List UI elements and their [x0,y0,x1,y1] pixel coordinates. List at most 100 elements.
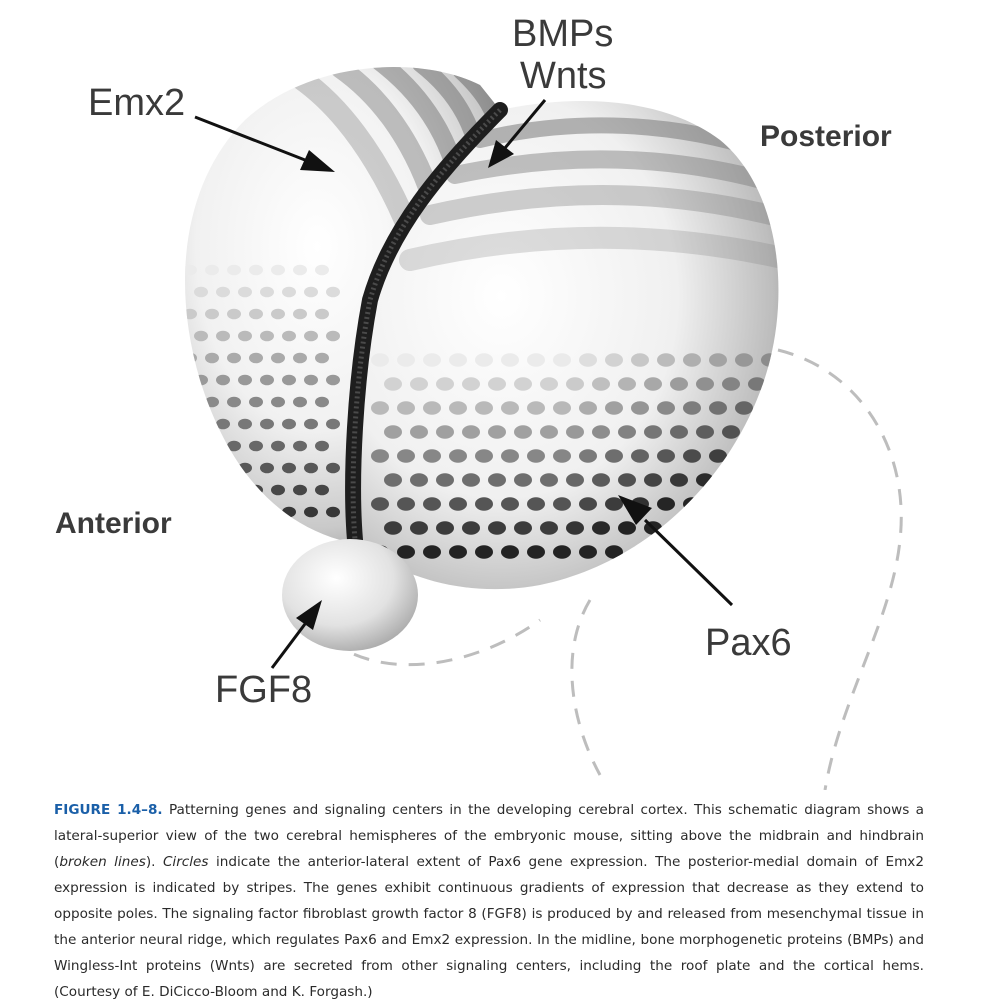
pax6-dot [787,545,805,559]
pax6-dot [579,545,597,559]
pax6-dot [826,377,844,391]
pax6-dot [282,330,296,342]
pax6-dot [501,545,519,559]
pax6-dot [423,449,441,463]
pax6-dot [238,286,252,298]
pax6-dot [462,425,480,439]
pax6-dot [748,521,766,535]
pax6-dot [205,352,219,364]
pax6-dot [553,401,571,415]
bmps-wnts-arrowhead [488,140,514,168]
pax6-dot [293,308,307,320]
pax6-dot [709,497,727,511]
pax6-dot [293,264,307,276]
pax6-dot [397,545,415,559]
pax6-dot [185,440,197,452]
pax6-dot [216,418,230,430]
pax6-dot [592,473,610,487]
pax6-dot [657,401,675,415]
pax6-dot [326,462,340,474]
pax6-dot [644,377,662,391]
label-pax6: Pax6 [705,622,792,664]
pax6-dot [205,484,219,496]
pax6-dot [282,286,296,298]
figure-number: FIGURE 1.4–8. [54,802,163,818]
pax6-dot [761,401,779,415]
label-fgf8: FGF8 [215,669,312,711]
pax6-dot [631,353,649,367]
pax6-dot [260,418,274,430]
pax6-dot [501,497,519,511]
pax6-dot [449,497,467,511]
pax6-dot [683,353,701,367]
pax6-dot [304,330,318,342]
pax6-dot [410,473,428,487]
pax6-dot [826,521,844,535]
pax6-dot [216,374,230,386]
pax6-dot [260,374,274,386]
caption-text-1: Patterning genes and signaling centers i… [54,802,925,870]
pax6-dot [449,353,467,367]
pax6-dot [605,545,623,559]
pax6-dot [735,497,753,511]
pax6-arrow [643,518,734,607]
pax6-dot [315,440,329,452]
pax6-dot [722,473,740,487]
pax6-dot [205,308,219,320]
emx2-arrowhead [300,150,335,172]
pax6-dot [462,473,480,487]
hindbrain-broken-lines [329,348,903,790]
pax6-dot [514,377,532,391]
pax6-dot [579,497,597,511]
pax6-dot [787,497,805,511]
pax6-dot [397,449,415,463]
pax6-dot [761,497,779,511]
pax6-dot [304,506,318,518]
pax6-dot [709,545,727,559]
pax6-dot [800,521,818,535]
pax6-dot [384,377,402,391]
pax6-dot [579,449,597,463]
pax6-dot [748,473,766,487]
pax6-dot [540,425,558,439]
pax6-dot [709,401,727,415]
pax6-dot [227,484,241,496]
pax6-dot [271,440,285,452]
pax6-dot [761,449,779,463]
label-emx2: Emx2 [88,82,185,124]
pax6-dot [748,425,766,439]
pax6-dot [185,484,197,496]
pax6-dot [735,401,753,415]
pax6-dot [488,521,506,535]
pax6-dot [249,396,263,408]
pax6-dot [475,449,493,463]
pax6-dot [384,425,402,439]
pax6-dot [787,401,805,415]
pax6-dot [304,286,318,298]
cortex-patterning-diagram: Emx2 BMPs Wnts Posterior Anterior Pax6 F… [55,13,903,790]
pax6-dot [315,484,329,496]
pax6-dot [282,506,296,518]
pax6-dot [592,521,610,535]
pax6-dot [227,308,241,320]
pax6-dot [436,377,454,391]
pax6-dot [271,264,285,276]
label-posterior: Posterior [760,120,892,153]
pax6-dot [423,545,441,559]
pax6-dot [194,374,208,386]
pax6-dot [696,425,714,439]
pax6-dot [260,462,274,474]
figure-caption: FIGURE 1.4–8. Patterning genes and signa… [54,797,924,1005]
pax6-dot [631,401,649,415]
pax6-dot [774,377,779,391]
pax6-dot [326,286,340,298]
pax6-dot [774,425,779,439]
pax6-dot [216,462,230,474]
pax6-dot [293,396,307,408]
pax6-dot [227,396,241,408]
pax6-dot [579,401,597,415]
pax6-dot [249,440,263,452]
fgf8-arrowhead [296,600,322,630]
pax6-dot [194,418,208,430]
pax6-dot [205,440,219,452]
